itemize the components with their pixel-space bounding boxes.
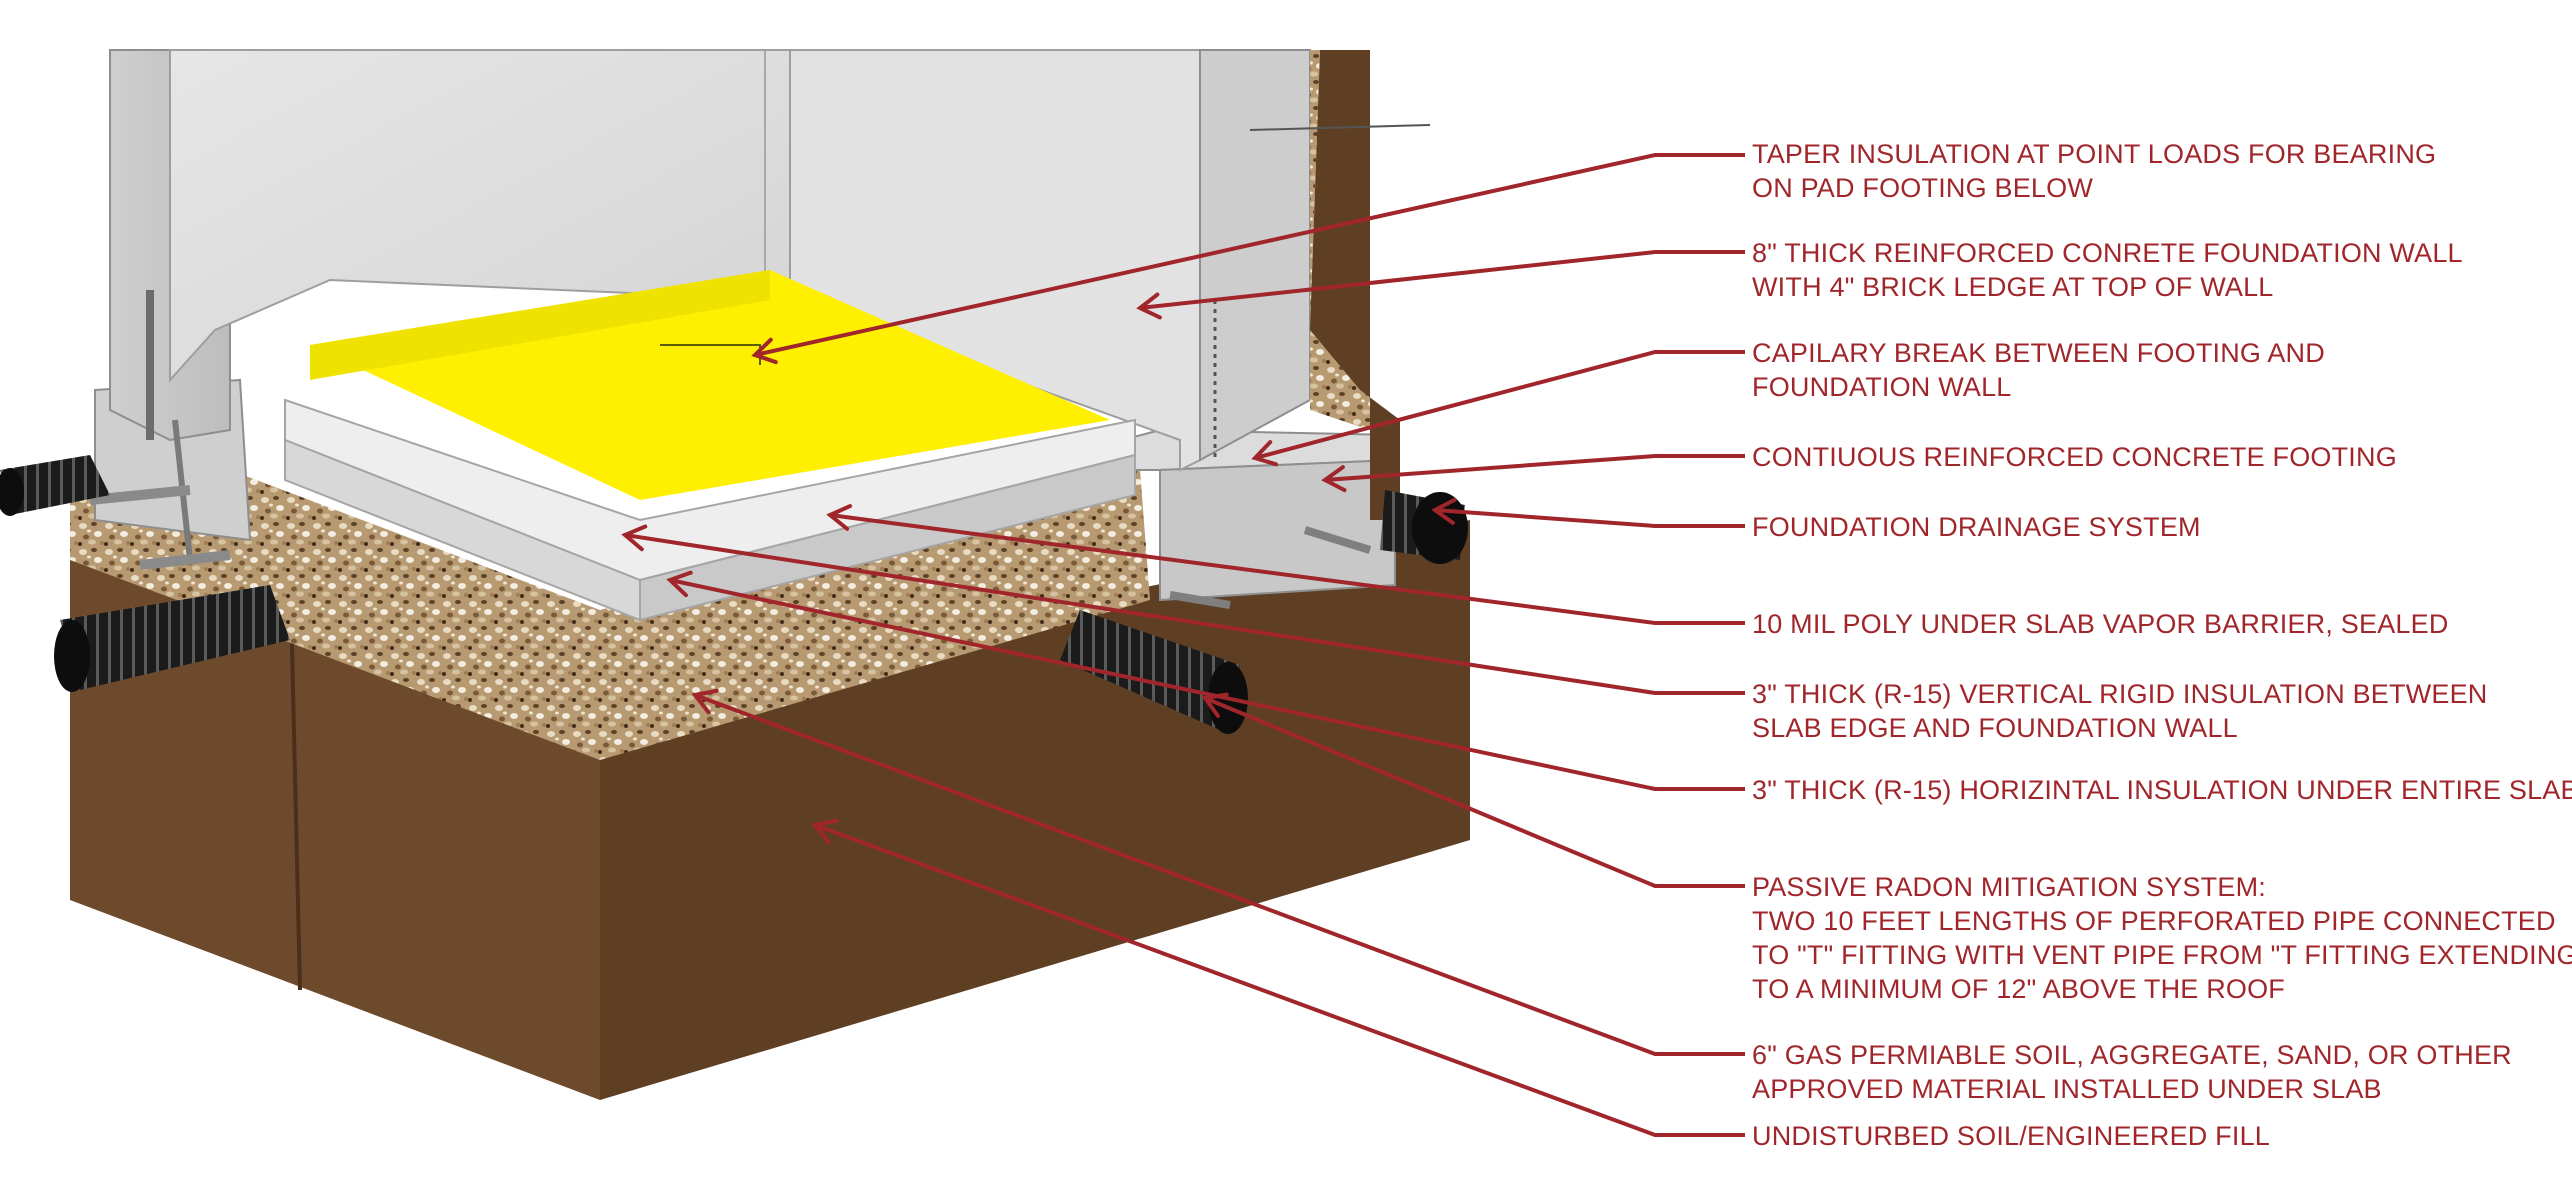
radon-pipe-left: [54, 585, 290, 692]
callout-capillary-break: CAPILARY BREAK BETWEEN FOOTING AND FOUND…: [1752, 338, 2333, 402]
leader-radon-system: [1204, 696, 1745, 888]
arrowhead-radon-system: [1201, 692, 1229, 718]
arrowhead-capillary-break: [1251, 440, 1279, 467]
leader-capillary-break: [1254, 350, 1745, 460]
drain-pipe-left-top: [0, 455, 110, 516]
leader-vapor-barrier: [829, 513, 1745, 625]
callout-taper-insulation: TAPER INSULATION AT POINT LOADS FOR BEAR…: [1752, 139, 2444, 203]
leader-drainage: [1434, 508, 1745, 528]
gravel-right-face: [600, 470, 1150, 760]
callout-labels: TAPER INSULATION AT POINT LOADS FOR BEAR…: [1752, 139, 2572, 1151]
callout-vertical-insulation: 3" THICK (R-15) VERTICAL RIGID INSULATIO…: [1752, 679, 2495, 743]
leader-foundation-wall: [1139, 250, 1745, 310]
footing-right-front: [1159, 458, 1396, 602]
arrowhead-horizontal-insulation: [666, 570, 693, 598]
arrowhead-drainage: [1431, 497, 1457, 525]
insulation-top-back: [310, 270, 770, 380]
leader-lines: [621, 153, 1745, 1137]
leader-gas-permeable: [694, 693, 1745, 1056]
backfill-gravel: [1310, 50, 1400, 440]
callout-vapor-barrier: 10 MIL POLY UNDER SLAB VAPOR BARRIER, SE…: [1752, 609, 2449, 639]
arrowhead-vapor-barrier: [826, 504, 853, 531]
arrowhead-taper-insulation: [751, 337, 778, 365]
callout-undisturbed-soil: UNDISTURBED SOIL/ENGINEERED FILL: [1752, 1121, 2270, 1151]
leader-horizontal-insulation: [669, 578, 1745, 791]
callout-horizontal-insulation: 3" THICK (R-15) HORIZINTAL INSULATION UN…: [1752, 775, 2572, 805]
slab-right-white: [639, 453, 1136, 622]
callout-drainage: FOUNDATION DRAINAGE SYSTEM: [1752, 512, 2201, 542]
callout-gas-permeable: 6" GAS PERMIABLE SOIL, AGGREGATE, SAND, …: [1752, 1040, 2520, 1104]
callout-footing: CONTIUOUS REINFORCED CONCRETE FOOTING: [1752, 442, 2397, 472]
foundation-3d-model: [0, 49, 1470, 1100]
arrowhead-foundation-wall: [1136, 292, 1162, 320]
callout-radon-system: PASSIVE RADON MITIGATION SYSTEM: TWO 10 …: [1752, 872, 2572, 1004]
arrowhead-undisturbed-soil: [811, 818, 839, 845]
leader-taper-insulation: [754, 153, 1745, 357]
arrowhead-gas-permeable: [691, 688, 719, 715]
gravel-front-face: [230, 470, 600, 760]
foundation-wall-back: [169, 49, 791, 383]
leader-footing: [1324, 454, 1745, 482]
arrowhead-vertical-insulation: [621, 524, 648, 552]
callout-foundation-wall: 8" THICK REINFORCED CONRETE FOUNDATION W…: [1752, 238, 2469, 302]
leader-undisturbed-soil: [814, 823, 1745, 1137]
leader-vertical-insulation: [624, 533, 1745, 695]
arrowhead-footing: [1321, 465, 1347, 493]
foundation-wall-edge: [1199, 49, 1311, 462]
